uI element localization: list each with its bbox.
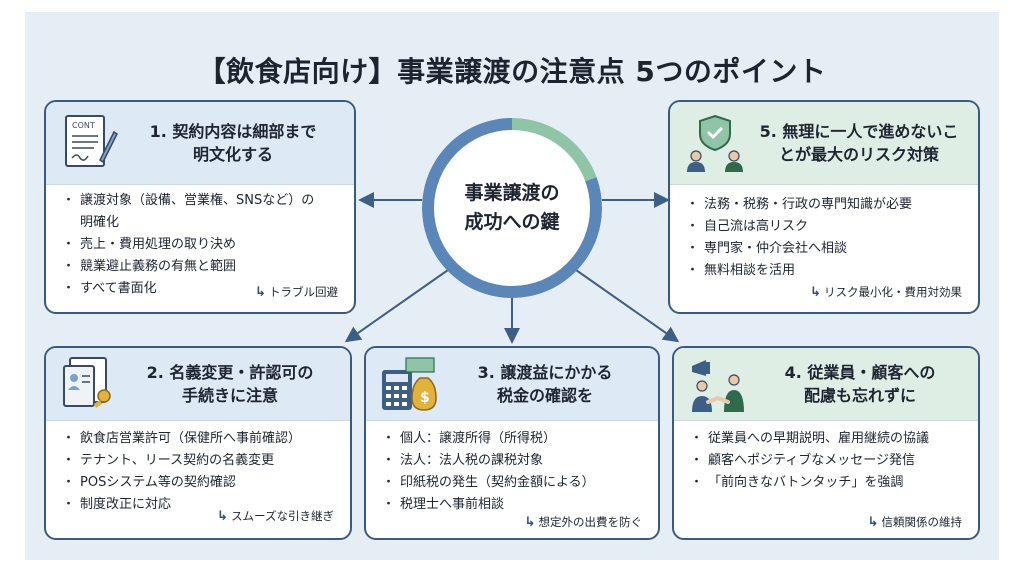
result-label: リスク最小化・費用対効果	[824, 285, 962, 299]
list-item: 従業員への早期説明、雇用継続の協議	[690, 428, 968, 450]
list-item: 個人：譲渡所得（所得税）	[382, 428, 648, 450]
contract-icon: CONT	[60, 112, 118, 178]
card-result: ↳ トラブル回避	[255, 284, 338, 300]
card-result: ↳ 信頼関係の維持	[868, 514, 962, 530]
list-item: テナント、リース契約の名義変更	[62, 450, 340, 472]
consultation-shield-icon	[684, 112, 746, 178]
card-result: ↳ スムーズな引き継ぎ	[217, 508, 334, 524]
list-item: 飲食店営業許可（保健所へ事前確認）	[62, 428, 340, 450]
hub-line-2: 成功への鍵	[464, 211, 560, 233]
arrow-hook-icon: ↳	[217, 508, 229, 524]
list-item: 競業避止義務の有無と範囲	[62, 256, 344, 278]
card-title: 4. 従業員・顧客への 配慮も忘れずに	[784, 362, 936, 405]
handshake-icon	[688, 356, 750, 418]
arrow-hook-icon: ↳	[867, 514, 879, 530]
card-license: 2. 名義変更・許認可の 手続きに注意 飲食店営業許可（保健所へ事前確認） テナ…	[44, 346, 352, 540]
card-items: 法務・税務・行政の専門知識が必要 自己流は高リスク 専門家・仲介会社へ相談 無料…	[686, 194, 968, 282]
list-item: 譲渡対象（設備、営業権、SNSなど）の明確化	[62, 190, 320, 234]
list-item: 制度改正に対応	[62, 494, 340, 516]
card-result: ↳ 想定外の出費を防ぐ	[525, 514, 642, 530]
list-item: 売上・費用処理の取り決め	[62, 234, 344, 256]
page-title: 【飲食店向け】事業譲渡の注意点 5つのポイント	[197, 55, 827, 88]
card-staff-customers: 4. 従業員・顧客への 配慮も忘れずに 従業員への早期説明、雇用継続の協議 顧客…	[672, 346, 980, 540]
card-items: 飲食店営業許可（保健所へ事前確認） テナント、リース契約の名義変更 POSシステ…	[62, 428, 340, 516]
hub-label: 事業譲渡の 成功への鍵	[434, 130, 590, 286]
svg-text:$: $	[420, 390, 430, 406]
list-item: すべて書面化	[62, 278, 344, 300]
list-item: 無料相談を活用	[686, 260, 968, 282]
card-header: 4. 従業員・顧客への 配慮も忘れずに	[674, 348, 978, 421]
card-result: ↳ リスク最小化・費用対効果	[810, 284, 962, 300]
list-item: 印紙税の発生（契約金額による）	[382, 472, 648, 494]
card-title: 1. 契約内容は細部まで 明文化する	[149, 121, 317, 164]
list-item: 専門家・仲介会社へ相談	[686, 238, 968, 260]
card-title: 2. 名義変更・許認可の 手続きに注意	[146, 362, 314, 405]
result-label: 想定外の出費を防ぐ	[538, 515, 643, 529]
card-title: 5. 無理に一人で進めないこ とが最大のリスク対策	[759, 121, 959, 164]
card-title: 3. 譲渡益にかかる 税金の確認を	[477, 362, 613, 405]
card-items: 従業員への早期説明、雇用継続の協議 顧客へポジティブなメッセージ発信 「前向きな…	[690, 428, 968, 494]
calculator-money-icon: $	[380, 356, 442, 418]
result-label: トラブル回避	[269, 285, 338, 299]
card-tax: $ 3. 譲渡益にかかる 税金の確認を 個人：譲渡所得（所得税） 法人：法人税の…	[364, 346, 660, 540]
hub-line-1: 事業譲渡の	[464, 181, 560, 204]
contract-icon-label: CONT	[72, 121, 95, 130]
card-header: CONT 1. 契約内容は細部まで 明文化する	[46, 102, 354, 185]
list-item: 自己流は高リスク	[686, 216, 968, 238]
card-contract: CONT 1. 契約内容は細部まで 明文化する 譲渡対象（設備、営業権、SNSな…	[44, 100, 356, 314]
list-item: 法務・税務・行政の専門知識が必要	[686, 194, 968, 216]
list-item: 税理士へ事前相談	[382, 494, 648, 516]
card-header: $ 3. 譲渡益にかかる 税金の確認を	[366, 348, 658, 421]
certificate-key-icon	[60, 356, 120, 418]
hub-circle: 事業譲渡の 成功への鍵	[422, 118, 602, 298]
card-items: 譲渡対象（設備、営業権、SNSなど）の明確化 売上・費用処理の取り決め 競業避止…	[62, 190, 344, 300]
arrow-hook-icon: ↳	[255, 284, 266, 300]
arrow-hook-icon: ↳	[810, 284, 821, 300]
card-items: 個人：譲渡所得（所得税） 法人：法人税の課税対象 印紙税の発生（契約金額による）…	[382, 428, 648, 516]
list-item: POSシステム等の契約確認	[62, 472, 340, 494]
result-label: スムーズな引き継ぎ	[231, 509, 334, 523]
card-header: 5. 無理に一人で進めないこ とが最大のリスク対策	[670, 102, 978, 185]
card-header: 2. 名義変更・許認可の 手続きに注意	[46, 348, 350, 421]
list-item: 顧客へポジティブなメッセージ発信	[690, 450, 968, 472]
card-expert: 5. 無理に一人で進めないこ とが最大のリスク対策 法務・税務・行政の専門知識が…	[668, 100, 980, 314]
result-label: 信頼関係の維持	[881, 515, 963, 529]
list-item: 法人：法人税の課税対象	[382, 450, 648, 472]
list-item: 「前向きなバトンタッチ」を強調	[690, 472, 968, 494]
arrow-hook-icon: ↳	[524, 514, 536, 530]
